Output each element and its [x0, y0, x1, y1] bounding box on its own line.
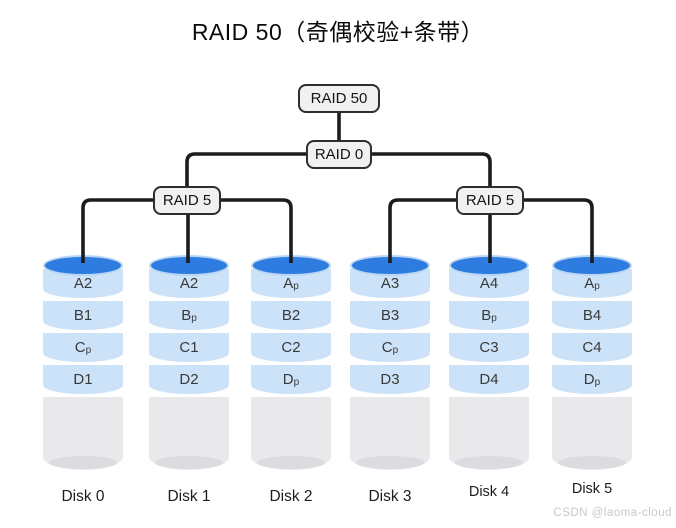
disk-top-ellipse: [149, 255, 229, 276]
disk-empty-section: [149, 397, 229, 470]
disk-block: B1: [43, 301, 123, 330]
disk-label: Disk 5: [571, 481, 613, 497]
disk-bottom-ellipse: [355, 456, 425, 469]
disk-label: Disk 1: [167, 488, 211, 505]
disk-empty-section: [251, 397, 331, 470]
disk-top-ellipse: [552, 255, 632, 276]
disk-top-ellipse: [43, 255, 123, 276]
disk-bottom-ellipse: [48, 456, 118, 469]
disk-top-ellipse: [449, 255, 529, 276]
disk-block: D3: [350, 365, 430, 394]
disk-block: D4: [449, 365, 529, 394]
disk-block: D1: [43, 365, 123, 394]
disk-label: Disk 0: [61, 488, 105, 505]
disk-block: D2: [149, 365, 229, 394]
disk-bottom-ellipse: [154, 456, 224, 469]
node-raid5-left: RAID 5: [153, 186, 221, 215]
node-raid0: RAID 0: [306, 140, 372, 169]
disk-bottom-ellipse: [557, 456, 627, 469]
disk-block: C3: [449, 333, 529, 362]
disk-block: C2: [251, 333, 331, 362]
disk-label: Disk 4: [468, 484, 510, 500]
node-raid50: RAID 50: [298, 84, 380, 113]
disk-bottom-ellipse: [256, 456, 326, 469]
disk-block: B3: [350, 301, 430, 330]
disk-empty-section: [43, 397, 123, 470]
disk-block: B4: [552, 301, 632, 330]
disk-label: Disk 2: [269, 488, 313, 505]
disk-block: C1: [149, 333, 229, 362]
disk-block: C4: [552, 333, 632, 362]
disk-block: B2: [251, 301, 331, 330]
diagram-title: RAID 50（奇偶校验+条带）: [191, 19, 485, 45]
disk-bottom-ellipse: [454, 456, 524, 469]
disk-top-ellipse: [350, 255, 430, 276]
disk-empty-section: [552, 397, 632, 470]
disk-empty-section: [449, 397, 529, 470]
watermark: CSDN @laoma-cloud: [553, 507, 672, 519]
disk-top-ellipse: [251, 255, 331, 276]
disk-label: Disk 3: [368, 488, 412, 505]
node-raid5-right: RAID 5: [456, 186, 524, 215]
disk-empty-section: [350, 397, 430, 470]
